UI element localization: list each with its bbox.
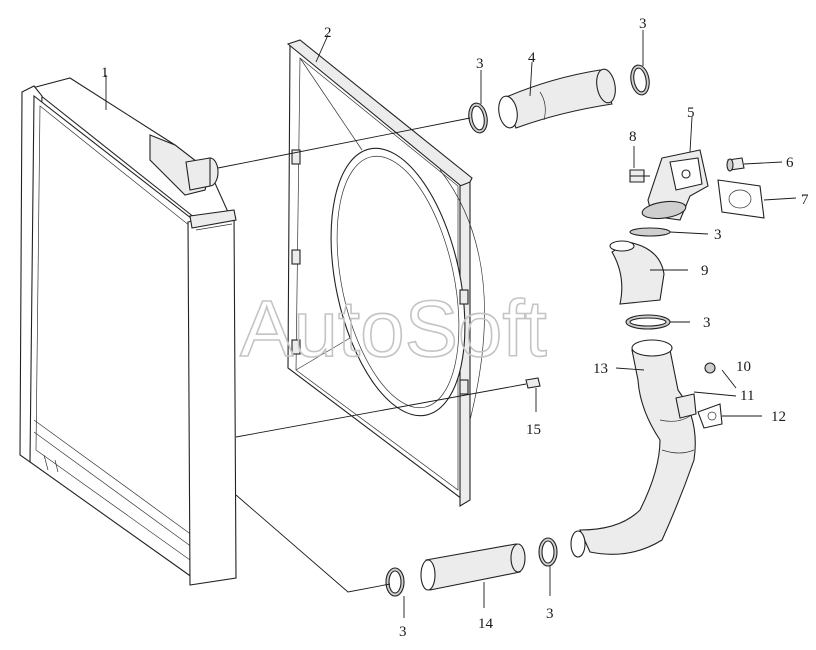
label-4: 4 xyxy=(528,50,536,66)
label-9: 9 xyxy=(701,263,709,279)
gasket-7 xyxy=(717,179,765,219)
label-3-upper-left: 3 xyxy=(476,56,484,72)
label-7: 7 xyxy=(801,192,809,208)
lower-hose-13 xyxy=(570,339,696,558)
watermark: AutoSoft xyxy=(240,284,547,373)
label-5: 5 xyxy=(687,105,695,121)
callout-labels: 1 2 3 4 3 5 8 6 7 3 9 3 10 13 11 12 15 3… xyxy=(101,16,809,640)
clamp-3-lower-right xyxy=(538,537,558,567)
clamp-3-mid-upper xyxy=(629,227,671,237)
bolt-8 xyxy=(629,169,650,183)
label-3-lower-right: 3 xyxy=(546,606,554,622)
label-13: 13 xyxy=(593,361,608,377)
clamp-3-mid xyxy=(625,314,671,330)
label-3-mid-upper: 3 xyxy=(714,227,722,243)
bracket-12 xyxy=(697,403,723,429)
label-8: 8 xyxy=(629,129,637,145)
label-3-upper-right: 3 xyxy=(639,16,647,32)
clamp-3-lower-left xyxy=(385,567,405,597)
nut-10 xyxy=(704,362,716,374)
label-14: 14 xyxy=(478,616,494,632)
elbow-5 xyxy=(641,149,709,221)
label-3-lower-left: 3 xyxy=(399,624,407,640)
hose-9 xyxy=(609,240,665,305)
label-3-mid: 3 xyxy=(703,315,711,331)
label-11: 11 xyxy=(740,388,754,404)
upper-hose-4 xyxy=(498,68,616,129)
label-2: 2 xyxy=(324,25,332,41)
fan-shroud xyxy=(286,39,485,507)
label-10: 10 xyxy=(736,359,751,375)
bracket-11 xyxy=(675,393,697,419)
label-15: 15 xyxy=(526,422,541,438)
bolt-15 xyxy=(525,377,541,389)
label-6: 6 xyxy=(786,155,794,171)
clamp-3-upper-right xyxy=(630,64,650,96)
assembly-lines xyxy=(105,30,797,618)
radiator xyxy=(19,77,237,586)
hose-14 xyxy=(420,543,526,591)
label-1: 1 xyxy=(101,65,109,81)
clamp-3-upper-left xyxy=(468,102,488,134)
fitting-6 xyxy=(726,157,745,172)
label-12: 12 xyxy=(771,409,786,425)
